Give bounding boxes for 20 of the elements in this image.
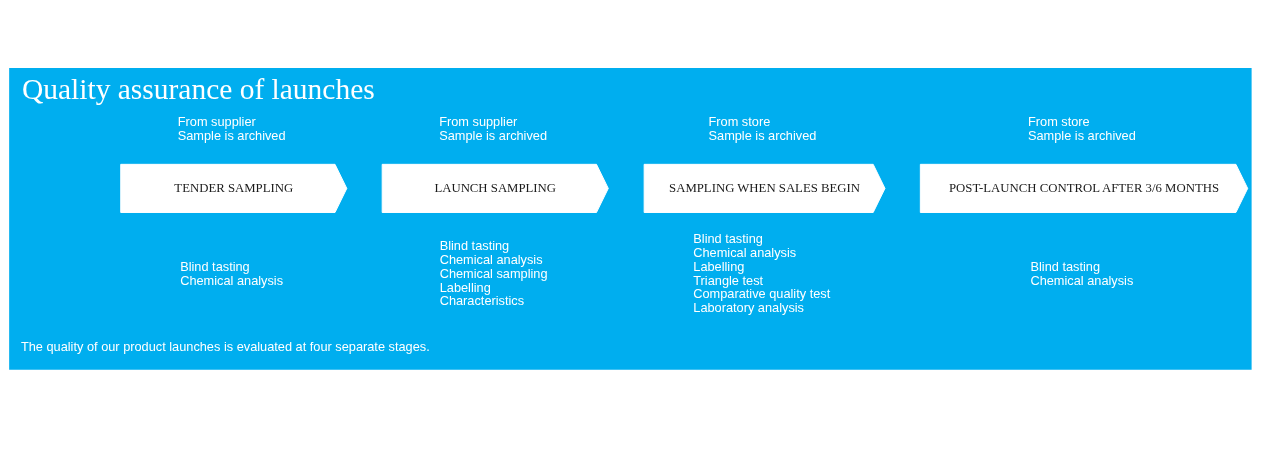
node-label: From store	[708, 114, 771, 130]
node-label: Sample is archived	[708, 128, 817, 144]
diagram-title: Quality assurance of launches	[22, 73, 375, 106]
node-label: Labelling	[693, 258, 745, 274]
node-label: Chemical analysis	[439, 252, 543, 267]
node-label: Sample is archived	[439, 128, 548, 144]
node-label: Laboratory analysis	[693, 300, 804, 316]
node-label: From supplier	[439, 114, 518, 130]
node-label: Labelling	[439, 279, 491, 295]
node-label: Blind tasting	[439, 238, 510, 254]
caption: The quality of our product launches is evaluated at four separate stages.	[20, 339, 430, 355]
node-label: Sample is archived	[1027, 128, 1136, 144]
node-label: Chemical analysis	[693, 245, 797, 261]
node-label: Characteristics	[439, 293, 525, 309]
node-label: From supplier	[177, 114, 256, 130]
node-label: Blind tasting	[1030, 258, 1100, 274]
node-label: Blind tasting	[693, 231, 763, 247]
node-label: Blind tasting	[180, 258, 250, 274]
node-label: From store	[1027, 114, 1090, 130]
node-label: Sample is archived	[177, 128, 286, 144]
